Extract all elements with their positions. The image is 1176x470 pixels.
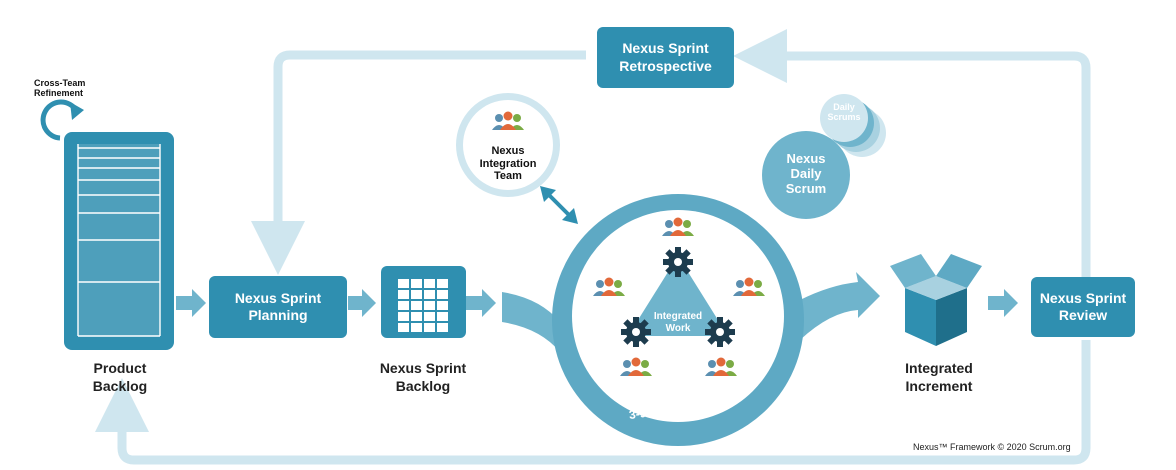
review-to-backlog-loop	[95, 340, 1091, 465]
daily-scrums-stack	[762, 94, 886, 219]
arrow-icon	[176, 289, 1018, 317]
retro-to-planning-loop	[251, 50, 586, 275]
review-to-retro-loop	[733, 29, 1091, 278]
product-backlog-label: Product Backlog	[92, 360, 148, 394]
flow-out-of-sprint	[800, 272, 880, 340]
nexus-integration-team-label: Nexus Integration Team	[479, 145, 537, 183]
flow-into-sprint	[502, 292, 560, 352]
open-box-icon	[890, 254, 982, 346]
nexus-daily-scrum-label: Nexus Daily Scrum	[785, 151, 827, 196]
backlog-list-icon	[64, 132, 174, 350]
nexus-sprint-review-box: Nexus Sprint Review	[1031, 277, 1135, 337]
cross-team-refinement-label: Cross-Team Refinement	[34, 78, 86, 99]
nexus-sprint-planning-box: Nexus Sprint Planning	[209, 276, 347, 338]
integrated-work-label: Integrated Work	[653, 311, 703, 334]
integrated-work-triangle	[628, 256, 728, 336]
gear-icon	[663, 247, 693, 277]
integrated-increment-label: Integrated Increment	[905, 360, 973, 394]
nexus-sprint-backlog-label: Nexus Sprint Backlog	[379, 360, 467, 394]
nexus-sprint-retrospective-box: Nexus Sprint Retrospective	[597, 27, 734, 88]
daily-scrums-label: Daily Scrums	[827, 102, 861, 123]
arrow-icon	[540, 186, 578, 224]
refresh-icon	[40, 99, 84, 141]
grid-icon	[381, 266, 466, 338]
copyright-notice: Nexus™ Framework © 2020 Scrum.org	[913, 442, 1071, 452]
